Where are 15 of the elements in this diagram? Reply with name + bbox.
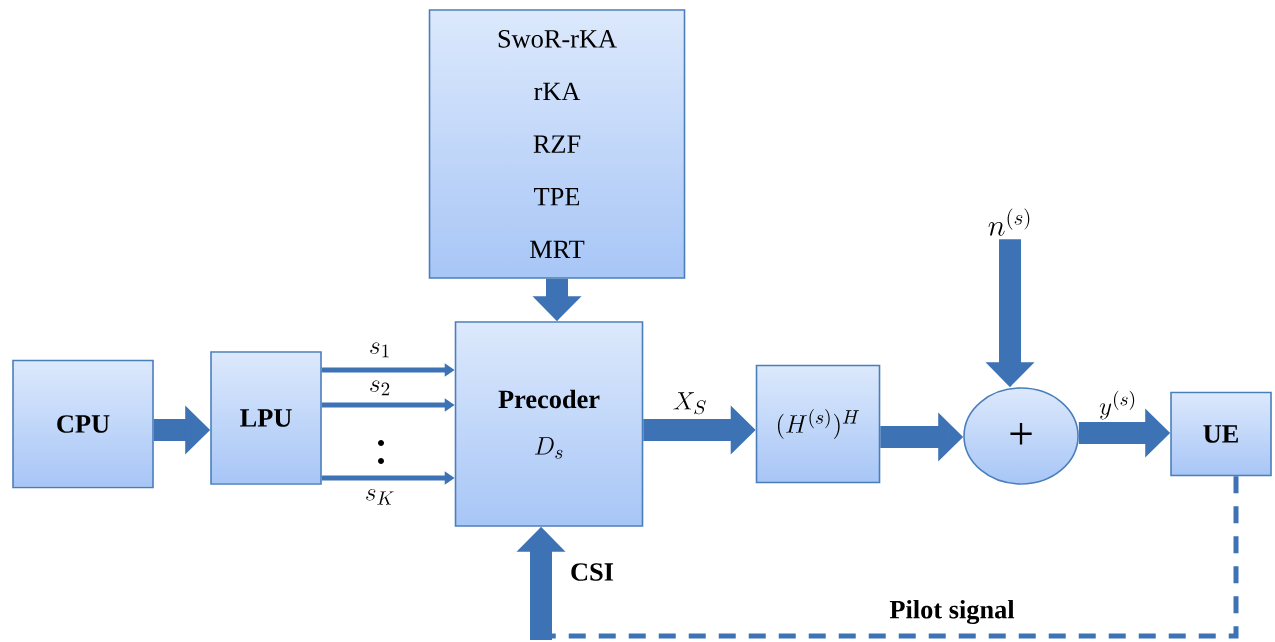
edge-label: $s_{1}$: [367, 340, 393, 360]
edge-label: CSI: [568, 561, 616, 583]
precoder-box: Precoder $D_{s}$: [454, 321, 644, 527]
process-box: CPU: [12, 359, 154, 489]
edge-label: Pilot signal: [887, 598, 1017, 626]
process-box: $(H^{(s)})^{H}$: [755, 364, 881, 484]
process-box: LPU: [210, 351, 322, 485]
feedback-line: [552, 476, 1239, 639]
edge-label: $s_{2}$: [367, 378, 393, 398]
edge-label: $X_{S}$: [671, 390, 709, 416]
edge-label: $s_{K}$: [363, 487, 397, 507]
algorithm-box: SwoR-rKA rKA RZF TPE MRT: [428, 9, 686, 279]
edge-label: $y^{(s)}$: [1097, 388, 1139, 421]
noise-label: $n^{(s)}$: [988, 208, 1030, 236]
process-box: UE: [1170, 391, 1272, 477]
